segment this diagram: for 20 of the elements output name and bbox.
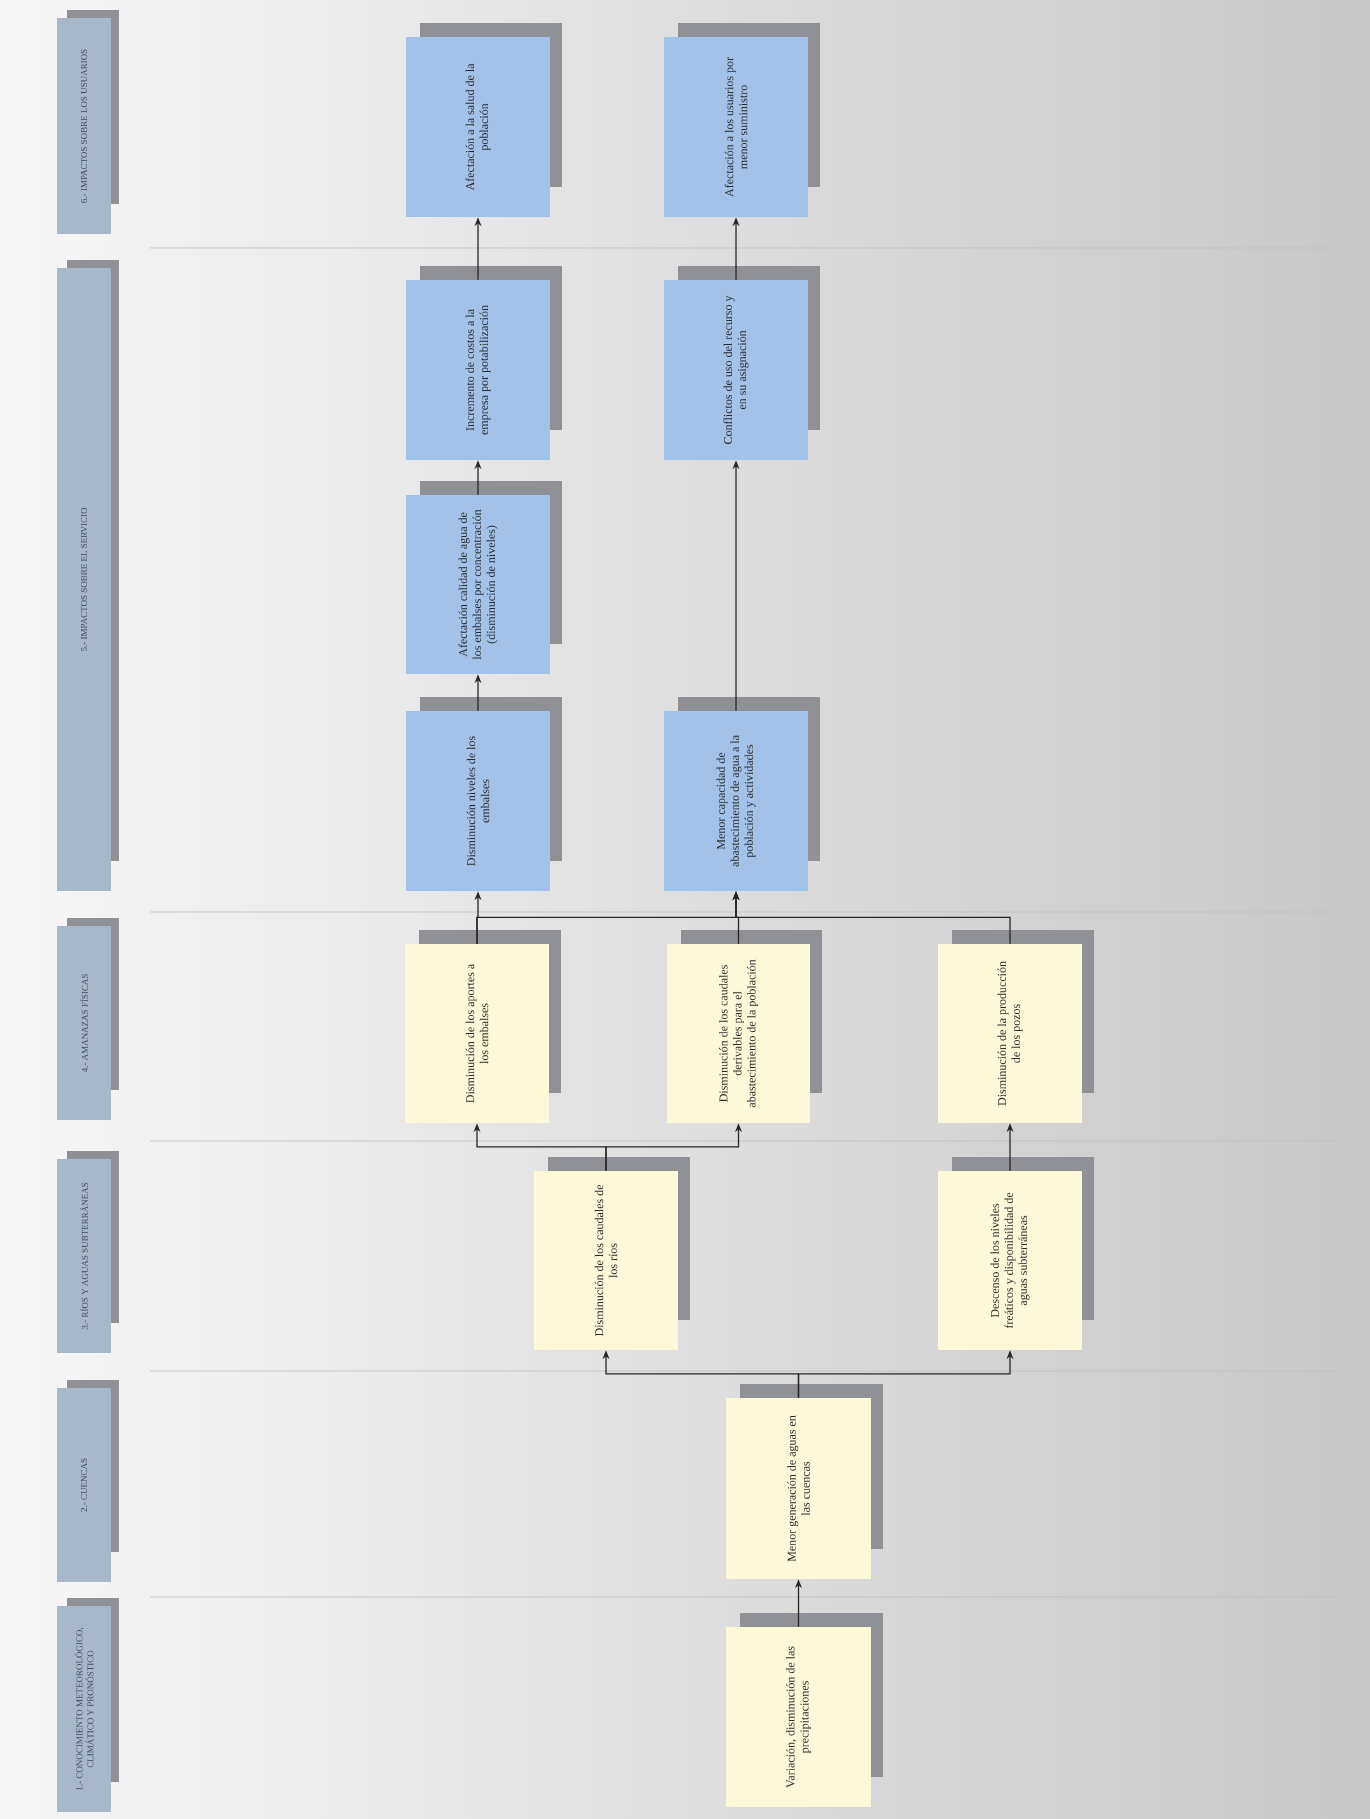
section-header: 6.- IMPACTOS SOBRE LOS USUARIOS	[57, 9, 119, 234]
process-box: Afectación a la salud de la población	[406, 22, 562, 217]
process-box: Menor generación de aguas en las cuencas	[726, 1384, 883, 1579]
process-box: Conflictos de uso del recurso y en su asignación	[664, 266, 820, 460]
section-header: 2.- CUENCAS	[57, 1380, 119, 1582]
process-box: Variación, disminución de las precipitaciones	[726, 1613, 883, 1807]
process-box: Afectación calidad de agua de los embalses por concentración (disminución de niveles)	[406, 481, 562, 674]
process-box: Menor capacidad de abastecimiento de agua a la población y actividades	[664, 697, 820, 891]
section-header: 3.- RÍOS Y AGUAS SUBTERRÁNEAS	[57, 1151, 119, 1353]
section-header: 1.- CONOCIMIENTO METEOROLÓGICO, CLIMÁTICO Y PRONÓSTICO	[57, 1598, 119, 1812]
process-box: Afectación a los usuarios por menor suministro	[664, 22, 820, 217]
process-box: Disminución niveles de los embalses	[406, 697, 562, 891]
process-box: Disminución de la producción de los pozos	[938, 930, 1094, 1123]
process-box: Descenso de los niveles freáticos y disponibilidad de aguas subterráneas	[938, 1157, 1094, 1350]
section-header: 4.- AMANAZAS FÍSICAS	[57, 918, 119, 1120]
process-box: Disminución de los caudales derivables para el abastecimiento de la población	[667, 930, 822, 1123]
process-box: Incremento de costos a la empresa por potabilización	[406, 266, 562, 460]
section-header: 5.- IMPACTOS SOBRE EL SERVICIO	[57, 260, 119, 891]
process-box: Disminución de los caudales de los ríos	[534, 1157, 690, 1350]
process-box: Disminución de los aportes a los embalses	[405, 930, 561, 1123]
